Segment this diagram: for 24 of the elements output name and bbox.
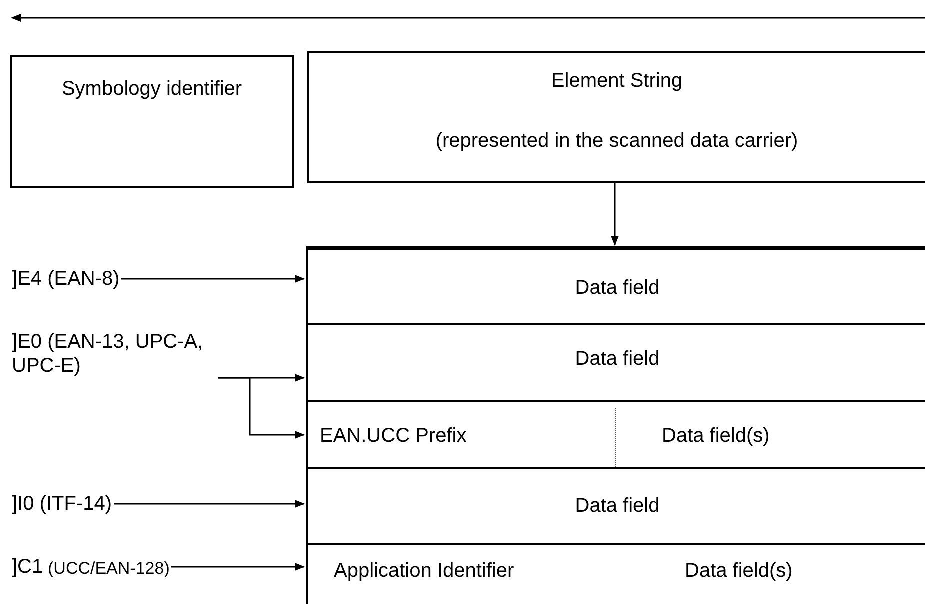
symbology-label: ]E0 (EAN-13, UPC-A, UPC-E) bbox=[12, 330, 204, 378]
symbology-label: ]C1 bbox=[12, 555, 44, 579]
arrow bbox=[218, 377, 305, 439]
arrow bbox=[171, 563, 305, 571]
field-table bbox=[306, 246, 925, 604]
table-row bbox=[308, 400, 925, 467]
field-label: Data field bbox=[574, 276, 661, 300]
box-title: Symbology identifier bbox=[60, 77, 244, 101]
arrow bbox=[121, 275, 305, 283]
field-label: EAN.UCC Prefix bbox=[320, 424, 467, 448]
field-label: Application Identifier bbox=[334, 559, 514, 583]
field-label: Data field(s) bbox=[662, 424, 770, 448]
arrow bbox=[611, 183, 619, 246]
box-subtitle: (represented in the scanned data carrier) bbox=[434, 129, 800, 153]
field-label: Data field bbox=[574, 347, 661, 371]
arrow bbox=[114, 500, 305, 508]
label-box bbox=[10, 55, 294, 188]
field-label: Data field(s) bbox=[685, 559, 793, 583]
box-title: Element String bbox=[550, 69, 684, 93]
symbology-label: ]I0 (ITF-14) bbox=[12, 492, 112, 516]
field-label: Data field bbox=[574, 494, 661, 518]
symbology-label: ]E4 (EAN-8) bbox=[12, 267, 120, 291]
symbology-label: (UCC/EAN-128) bbox=[48, 558, 170, 580]
label-box bbox=[307, 51, 925, 183]
